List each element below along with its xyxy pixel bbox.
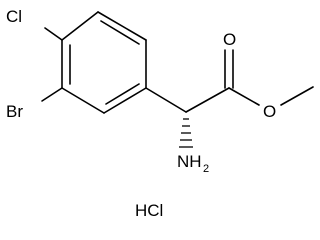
salt-label: HCl bbox=[135, 201, 163, 220]
ester-oxygen-label: O bbox=[263, 102, 276, 121]
ring-bond-6 bbox=[61, 11, 99, 41]
benzene-ring bbox=[61, 11, 147, 114]
bond-ring-alpha bbox=[145, 87, 187, 113]
ring-double-bond-1 bbox=[100, 20, 140, 45]
ring-double-bond-2 bbox=[105, 83, 140, 105]
ring-bond-3 bbox=[103, 87, 147, 114]
bromine-label: Br bbox=[6, 102, 23, 121]
chlorine-label: Cl bbox=[6, 7, 22, 26]
bond-ester-o-methyl bbox=[280, 86, 314, 106]
amine-subscript: 2 bbox=[203, 163, 209, 175]
bond-c-br bbox=[41, 87, 63, 102]
carbonyl-oxygen-label: O bbox=[223, 30, 236, 49]
structure-diagram: Cl Br O O NH 2 HCl bbox=[6, 7, 314, 220]
ring-bond-4 bbox=[61, 87, 105, 114]
stereo-hashed-wedge bbox=[179, 118, 193, 148]
amine-label: NH bbox=[177, 152, 202, 171]
bond-c-cl bbox=[44, 27, 63, 41]
ring-bond-1 bbox=[97, 11, 147, 41]
bond-carbonyl-ester-o bbox=[228, 87, 260, 106]
bond-alpha-carbonyl bbox=[185, 87, 230, 113]
